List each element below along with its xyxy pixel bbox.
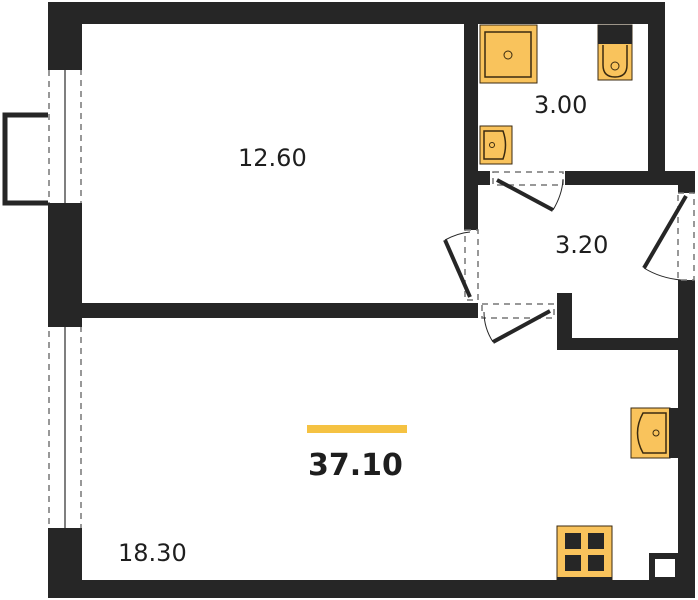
left-wall-middle <box>48 205 82 325</box>
bottom-wall <box>48 580 695 598</box>
room-area-bedroom: 12.60 <box>238 144 307 172</box>
walls <box>48 2 695 598</box>
bedroom-door[interactable] <box>443 229 479 301</box>
right-wall <box>678 280 695 598</box>
total-area-accent-bar <box>307 425 407 433</box>
toilet <box>597 24 633 81</box>
right-wall-top <box>678 171 695 193</box>
bedroom-right-wall <box>464 22 478 230</box>
total-area: 37.10 <box>308 448 403 483</box>
hall-bottom-wall <box>557 338 678 350</box>
room-area-bathroom: 3.00 <box>534 91 587 119</box>
bathroom-bottom-wall-right <box>565 171 695 185</box>
entrance-door[interactable] <box>642 192 695 281</box>
doors[interactable] <box>443 171 695 344</box>
kitchen-sink <box>630 407 678 459</box>
bedroom-living-partition <box>82 303 478 318</box>
room-area-living: 18.30 <box>118 539 187 567</box>
balcony-outline <box>2 112 48 206</box>
living-door[interactable] <box>481 303 555 344</box>
shower-tray <box>479 24 538 84</box>
ventilation-shaft <box>649 553 681 583</box>
top-wall <box>48 2 665 24</box>
hall-wall-stub <box>557 293 572 350</box>
stove <box>556 525 613 581</box>
bathroom-right-wall <box>648 2 665 185</box>
bathroom-door[interactable] <box>492 171 564 212</box>
left-wall-top <box>48 2 82 68</box>
fixtures <box>479 24 678 581</box>
windows <box>48 65 82 533</box>
bathroom-sink <box>479 125 513 165</box>
room-area-hallway: 3.20 <box>555 231 608 259</box>
